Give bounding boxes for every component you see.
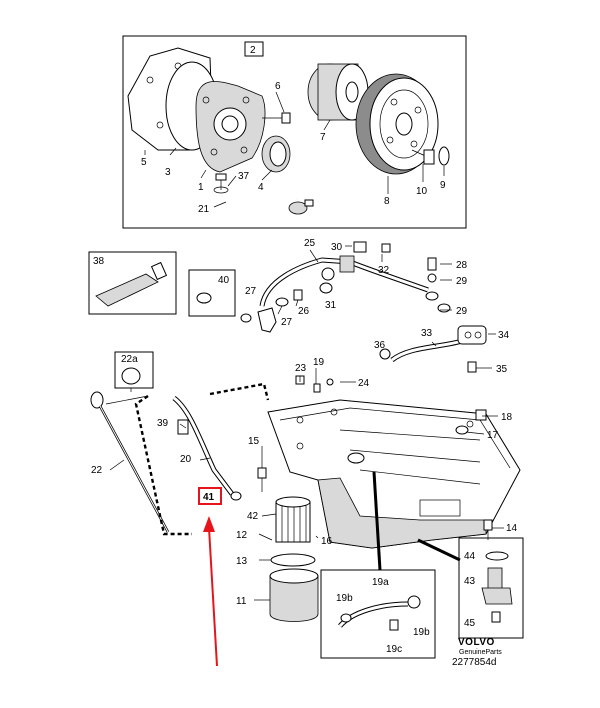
oil-pickup-pipe-part: [220, 191, 314, 215]
callout-label: 33: [421, 328, 433, 339]
callout-label: 12: [236, 530, 248, 541]
seal-ring-part: [196, 292, 212, 304]
brand-subtitle: GenuineParts: [459, 649, 502, 656]
callout-label: 44: [464, 551, 476, 562]
oil-cooler-tube-part: [379, 325, 487, 373]
callout-label: 42: [247, 511, 259, 522]
detail-box-19a-frame: [320, 569, 436, 659]
callout-label: 13: [236, 556, 248, 567]
callout-label: 19c: [386, 644, 402, 655]
crankshaft-pulley-part: [355, 73, 439, 175]
callout-label: 22: [91, 465, 103, 476]
detail-connector: [417, 538, 461, 562]
callout-leaders-top: [144, 91, 445, 208]
seal-kit-frame: [188, 269, 236, 317]
callout-label: 45: [464, 618, 476, 629]
callout-label: 43: [464, 576, 476, 587]
crank-gear-part: [307, 63, 369, 121]
dipstick-tube-dashed-outline: [134, 382, 270, 536]
callout-label: 19: [313, 357, 325, 368]
o-ring-part: [121, 367, 141, 385]
pulley-bolt-part: [411, 146, 450, 166]
callout-label: 18: [501, 412, 513, 423]
callout-label: 16: [321, 536, 333, 547]
callout-label: 26: [298, 306, 310, 317]
callout-label: 29: [456, 276, 468, 287]
callout-label: 40: [218, 275, 230, 286]
callout-label: 38: [93, 256, 105, 267]
callout-label: 29: [456, 306, 468, 317]
o-ring-frame: [114, 351, 154, 389]
callout-label: 2: [250, 45, 256, 56]
callout-label: 7: [320, 132, 326, 143]
callout-label: 36: [374, 340, 386, 351]
highlight-box: [198, 487, 222, 505]
callout-label: 23: [295, 363, 307, 374]
callout-leaders-lower: [109, 368, 504, 601]
oil-filter-part: [269, 496, 319, 622]
oil-level-sensor-part: [481, 551, 513, 623]
sealant-tube-part: [95, 261, 168, 307]
dipstick-part: [90, 391, 170, 533]
diagram-code: 2277854d: [452, 657, 497, 668]
callout-label: 37: [238, 171, 250, 182]
bolt-part: [213, 173, 229, 194]
callout-label: 21: [198, 204, 210, 215]
callout-label: 30: [331, 242, 343, 253]
callout-label: 4: [258, 182, 264, 193]
dipstick-tube-part: [172, 396, 242, 501]
callout-label: 31: [325, 300, 337, 311]
callout-label: 9: [440, 180, 446, 191]
callout-label: 14: [506, 523, 518, 534]
callout-label: 41: [203, 492, 215, 503]
oil-pump-housing-part: [195, 81, 266, 173]
callout-label: 19b: [336, 593, 353, 604]
callout-label: 27: [245, 286, 257, 297]
callout-label: 25: [304, 238, 316, 249]
callout-label: 10: [416, 186, 428, 197]
drain-plug-part: [338, 595, 421, 631]
callout-leaders-middle: [277, 245, 496, 369]
callout-label: 8: [384, 196, 390, 207]
callout-label: 19b: [413, 627, 430, 638]
detail-connector: [372, 471, 382, 571]
brand-name: VOLVO: [458, 637, 495, 648]
callout-label: 22a: [121, 354, 138, 365]
callout-label: 5: [141, 157, 147, 168]
callout-label: 24: [358, 378, 370, 389]
oil-return-tube-part: [257, 241, 429, 333]
callout-label: 35: [496, 364, 508, 375]
callout-label: 32: [378, 265, 390, 276]
sealant-tube-frame: [88, 251, 177, 315]
front-cover-group-frame: [122, 35, 467, 229]
callout-label: 27: [281, 317, 293, 328]
oil-pan-part: [267, 399, 521, 549]
callout-label: 19a: [372, 577, 389, 588]
seal-ring-part: [261, 135, 291, 173]
highlight-arrow-shaft: [208, 527, 218, 667]
detail-box-sensor-frame: [458, 537, 524, 639]
callout-label: 3: [165, 167, 171, 178]
callout-label: 34: [498, 330, 510, 341]
callout-label: 20: [180, 454, 192, 465]
callout-label: 39: [157, 418, 169, 429]
callout-label: 6: [275, 81, 281, 92]
bolt-part: [262, 112, 291, 124]
callout-label: 28: [456, 260, 468, 271]
callout-label: 17: [487, 430, 499, 441]
highlight-arrow-head: [203, 516, 215, 532]
callout-label: 1: [198, 182, 204, 193]
group-2-frame: [244, 41, 264, 57]
callout-label: 11: [236, 596, 247, 607]
callout-label: 15: [248, 436, 260, 447]
